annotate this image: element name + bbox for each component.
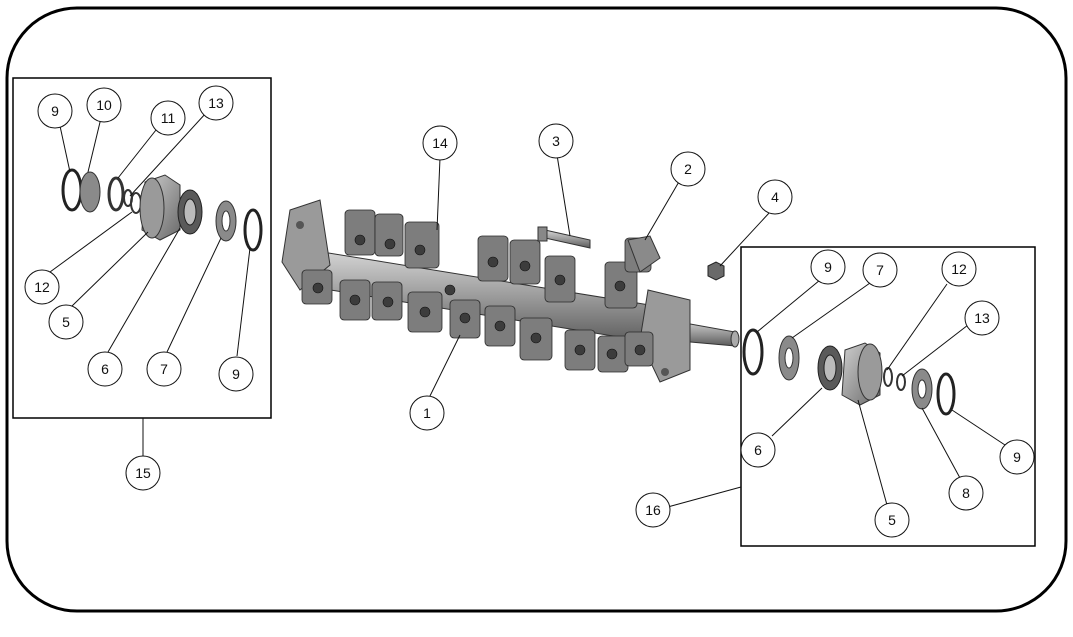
svg-text:5: 5	[62, 314, 70, 330]
svg-text:9: 9	[1013, 449, 1021, 465]
callout-left-6: 6	[87, 351, 123, 387]
svg-text:3: 3	[552, 133, 560, 149]
callout-3: 3	[538, 123, 574, 159]
callout-balloons: 1 14 3 2 4 15 16 9 10 11 13 12 5 6 7 9 9…	[24, 85, 1035, 538]
svg-text:7: 7	[876, 262, 884, 278]
svg-text:5: 5	[888, 512, 896, 528]
svg-text:10: 10	[96, 97, 112, 113]
callout-right-5: 5	[874, 502, 910, 538]
detail-box-left	[12, 77, 272, 419]
callout-left-9-bottom: 9	[218, 356, 254, 392]
svg-text:15: 15	[135, 465, 151, 481]
left-detail-parts	[61, 168, 263, 252]
callout-right-12: 12	[941, 251, 977, 287]
callout-2: 2	[670, 151, 706, 187]
callout-right-6: 6	[740, 432, 776, 468]
callout-left-7: 7	[146, 351, 182, 387]
callout-left-11: 11	[150, 100, 186, 136]
nut-part	[707, 261, 725, 281]
svg-text:13: 13	[208, 95, 224, 111]
svg-text:11: 11	[161, 110, 176, 126]
bracket-part	[627, 235, 661, 273]
svg-text:9: 9	[824, 259, 832, 275]
callout-16: 16	[635, 492, 671, 528]
callout-4: 4	[757, 179, 793, 215]
callout-right-8: 8	[948, 475, 984, 511]
svg-text:9: 9	[51, 103, 59, 119]
svg-text:9: 9	[232, 366, 240, 382]
outer-frame	[5, 6, 1068, 613]
detail-box-right	[740, 246, 1036, 547]
svg-text:14: 14	[432, 135, 448, 151]
callout-left-13: 13	[198, 85, 234, 121]
callout-right-9-bottom: 9	[999, 439, 1035, 475]
callout-left-9-top: 9	[37, 93, 73, 129]
leader-lines	[49, 112, 1006, 509]
svg-text:2: 2	[684, 161, 692, 177]
callout-15: 15	[125, 455, 161, 491]
rotor-shaft-assembly	[281, 199, 740, 383]
callout-left-12: 12	[24, 269, 60, 305]
callout-1: 1	[409, 395, 445, 431]
svg-text:8: 8	[962, 485, 970, 501]
svg-text:13: 13	[974, 310, 990, 326]
svg-text:6: 6	[101, 361, 109, 377]
callout-right-7: 7	[862, 252, 898, 288]
svg-text:4: 4	[771, 189, 779, 205]
svg-text:12: 12	[34, 279, 50, 295]
callout-right-13: 13	[964, 300, 1000, 336]
svg-text:16: 16	[645, 502, 661, 518]
svg-text:7: 7	[160, 361, 168, 377]
callout-left-10: 10	[86, 87, 122, 123]
svg-text:1: 1	[423, 405, 431, 421]
callout-14: 14	[422, 125, 458, 161]
right-detail-parts	[742, 328, 956, 416]
svg-text:6: 6	[754, 442, 762, 458]
svg-text:12: 12	[951, 261, 967, 277]
callout-left-5: 5	[48, 304, 84, 340]
bolt-part	[537, 226, 591, 249]
callout-right-9-top: 9	[810, 249, 846, 285]
